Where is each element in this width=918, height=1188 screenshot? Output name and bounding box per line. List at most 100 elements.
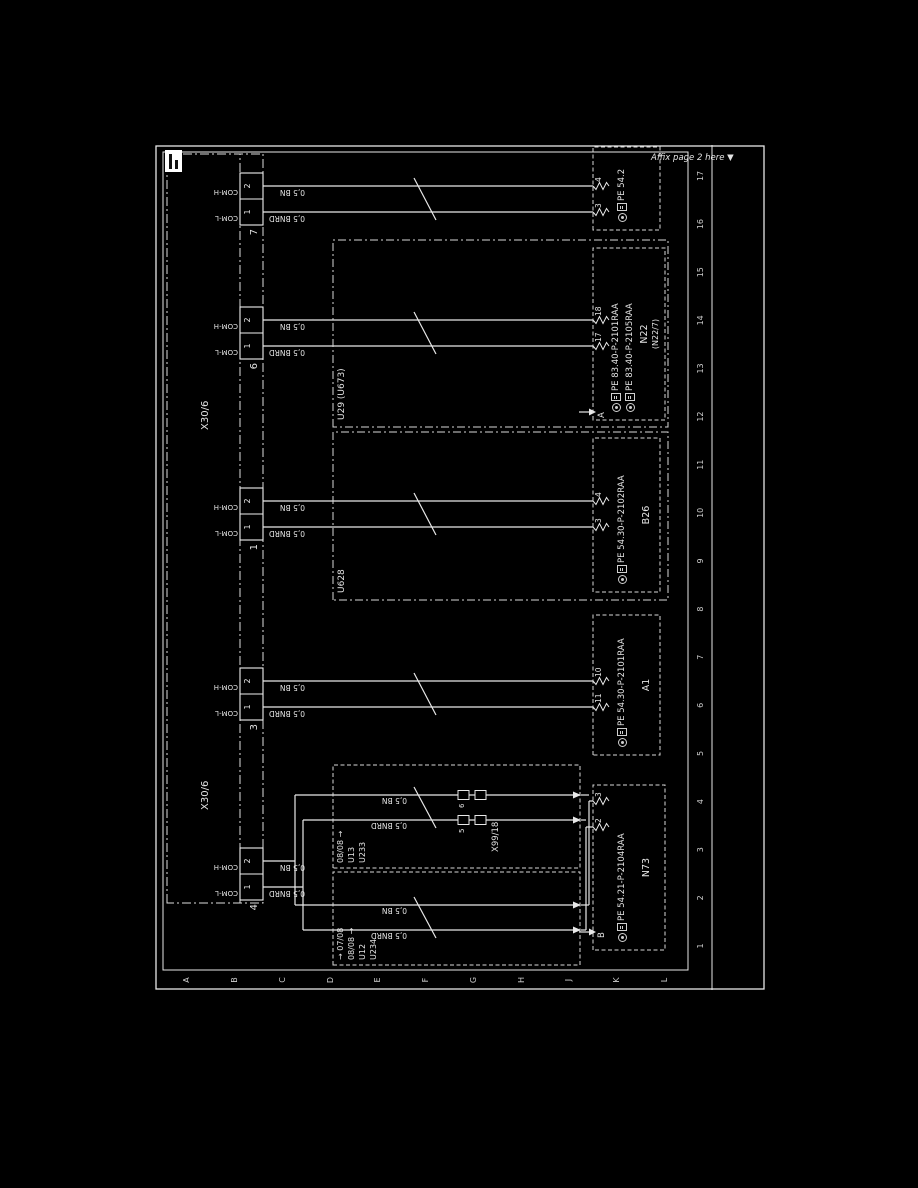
component-pin: 3 <box>594 792 603 797</box>
component-name-n22: N22 <box>639 324 650 344</box>
wire-label-bn: 0,5 BN <box>381 906 407 915</box>
variant-early-code: U234 <box>369 938 378 960</box>
grid-number: 9 <box>695 558 705 564</box>
component-ref: PE 83.40-P-2101RAA <box>611 303 621 412</box>
variant-late-date: 08/08 → <box>336 830 345 863</box>
grid-letter: F <box>421 977 431 983</box>
variant-early-date: → 07/08 <box>336 927 345 960</box>
gear-icon <box>611 403 621 412</box>
pin-name-com-h: COM-H <box>213 863 238 871</box>
component-subname-n22: (N22/7) <box>651 318 660 350</box>
rail-label-x306: X30/6 <box>200 780 211 810</box>
grid-letter: A <box>182 977 192 983</box>
grid-letter: H <box>516 977 526 984</box>
gear-icon <box>625 403 635 412</box>
grid-number: 15 <box>695 267 705 278</box>
wire-label-bnrd: 0,5 BNRD <box>268 348 305 357</box>
component-name-a1: A1 <box>641 678 652 692</box>
grid-number: 16 <box>695 218 705 230</box>
block-pin: 1 <box>243 524 252 530</box>
grid-number: 1 <box>695 943 705 949</box>
component-ref-text: PE 83.40-P-2105RAA <box>624 303 635 391</box>
pin-name-com-h: COM-H <box>213 503 238 511</box>
wire-label-bnrd: 0,5 BNRD <box>370 821 407 830</box>
document-icon <box>617 728 627 736</box>
pin-coil-symbols <box>592 181 610 832</box>
document-icon <box>617 923 627 931</box>
block-pin: 1 <box>243 209 252 215</box>
grid-number: 4 <box>695 799 705 805</box>
wire-label-bn: 0,5 BN <box>279 322 305 331</box>
document-icon <box>625 393 635 401</box>
component-pin: 4 <box>594 492 603 497</box>
grid-letter: D <box>325 976 335 984</box>
inline-connector-label: X99/18 <box>491 821 501 852</box>
grid-letter: B <box>230 977 240 983</box>
component-pin: 2 <box>594 818 603 823</box>
logo-mark <box>175 160 178 169</box>
component-pin: 4 <box>594 177 603 182</box>
option-code-label: U29 (U673) <box>337 368 347 420</box>
grid-number: 8 <box>695 606 705 612</box>
inline-connector-pin: 6 <box>458 803 466 808</box>
component-ref: PE 54.2 <box>617 169 627 222</box>
variant-late-code: U233 <box>358 841 367 863</box>
pin-name-com-l: COM-L <box>215 889 238 897</box>
block-pin: 2 <box>243 678 252 684</box>
wire-label-bnrd: 0,5 BNRD <box>268 709 305 718</box>
connector-number: 3 <box>249 724 260 731</box>
component-pin: 10 <box>594 667 603 677</box>
component-ref: PE 83.40-P-2105RAA <box>625 303 635 412</box>
diagram-geometry <box>155 145 765 990</box>
inline-connector-pin: 5 <box>458 828 466 833</box>
grid-number: 2 <box>695 895 705 901</box>
document-icon <box>611 393 621 401</box>
document-icon <box>617 565 627 573</box>
variant-early-code: U12 <box>358 943 367 960</box>
frame-lines <box>155 145 765 990</box>
pin-name-com-h: COM-H <box>213 683 238 691</box>
connector-blocks <box>239 172 264 901</box>
component-name-b26: B26 <box>641 505 652 525</box>
block-pin: 2 <box>243 498 252 504</box>
connector-number: 4 <box>249 904 260 911</box>
pin-name-com-h: COM-H <box>213 188 238 196</box>
grid-number: 11 <box>695 459 705 470</box>
block-pin: 1 <box>243 343 252 349</box>
block-pin: 2 <box>243 183 252 189</box>
wire-label-bn: 0,5 BN <box>381 796 407 805</box>
connector-number: 7 <box>249 229 260 236</box>
component-ref: PE 54.30-P-2101RAA <box>617 638 627 747</box>
wire-label-bnrd: 0,5 BNRD <box>268 529 305 538</box>
gear-icon <box>617 213 627 222</box>
component-boxes <box>592 146 666 951</box>
gear-icon <box>617 738 627 747</box>
wire-label-bnrd: 0,5 BNRD <box>268 889 305 898</box>
wire-label-bn: 0,5 BN <box>279 683 305 692</box>
connector-number: 1 <box>249 544 260 551</box>
wire-label-bn: 0,5 BN <box>279 188 305 197</box>
pin-name-com-l: COM-L <box>215 709 238 717</box>
grid-letter-strip: A B C D E F G H J K L <box>163 970 688 990</box>
wiring-diagram-sheet: A B C D E F G H J K L 1 2 3 4 5 6 7 8 9 … <box>155 145 765 990</box>
component-name-n73: N73 <box>641 857 652 878</box>
inline-connector-symbols <box>457 790 487 825</box>
wire-label-bnrd: 0,5 BNRD <box>268 214 305 223</box>
component-pin: 18 <box>594 306 603 316</box>
connector-number: 6 <box>249 363 260 370</box>
wire-label-bnrd: 0,5 BNRD <box>370 931 407 940</box>
component-ref-text: PE 54.2 <box>616 168 627 201</box>
grid-number: 5 <box>695 750 705 756</box>
block-pin: 1 <box>243 704 252 710</box>
document-icon <box>617 203 627 211</box>
wire-lines <box>263 177 593 939</box>
variant-early-date2: 08/08 → <box>347 927 356 960</box>
component-pin: 17 <box>594 332 603 342</box>
block-pin: 2 <box>243 858 252 864</box>
publisher-logo <box>165 150 182 172</box>
grid-letter: L <box>659 977 669 983</box>
affix-page-note: Affix page 2 here ▼ <box>651 153 734 163</box>
continuation-arrow-label: A <box>597 412 607 418</box>
gear-icon <box>617 575 627 584</box>
